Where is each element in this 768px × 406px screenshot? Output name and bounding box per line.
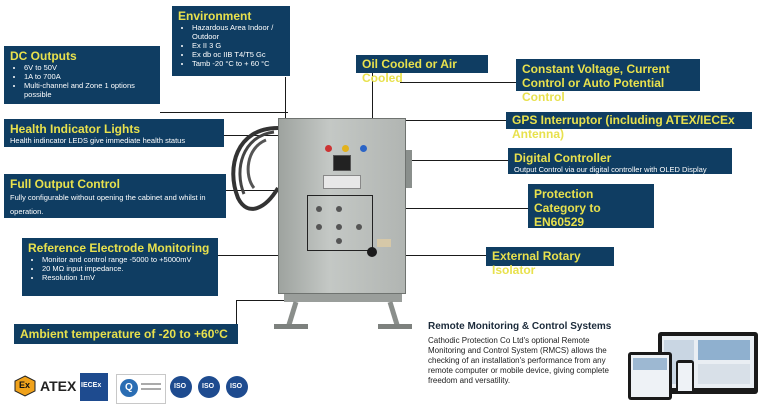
dc-outputs-box: DC Outputs 6V to 50V 1A to 700A Multi-ch…: [4, 46, 160, 104]
external-rotary-title: External Rotary Isolator: [492, 249, 581, 277]
connector-dc-outputs: [160, 112, 288, 113]
cabinet-illustration: [226, 118, 416, 334]
protection-box: Protection Category to EN60529 IP65 (IP6…: [528, 184, 654, 238]
constant-voltage-title: Constant Voltage, Current Control or Aut…: [522, 62, 670, 104]
dc-outputs-item: 6V to 50V: [24, 63, 154, 72]
ambient-box: Ambient temperature of -20 to +60°C: [14, 324, 238, 344]
protection-title: Protection Category to EN60529: [534, 187, 601, 229]
gps-title: GPS Interruptor (including ATEX/IECEx An…: [512, 113, 735, 141]
health-indicator-title: Health Indicator Lights: [10, 122, 141, 136]
dc-outputs-list: 6V to 50V 1A to 700A Multi-channel and Z…: [10, 63, 154, 99]
environment-item: Ex II 3 G: [192, 41, 284, 50]
reference-electrode-box: Reference Electrode Monitoring Monitor a…: [22, 238, 218, 296]
led-red-icon: [325, 145, 332, 152]
iso-badge: ISO: [170, 376, 192, 398]
iecex-label: IECEx: [81, 382, 102, 389]
reference-electrode-title: Reference Electrode Monitoring: [28, 241, 210, 255]
led-blue-icon: [359, 145, 367, 152]
gps-box: GPS Interruptor (including ATEX/IECEx An…: [506, 112, 752, 141]
reference-electrode-list: Monitor and control range -5000 to +5000…: [28, 255, 212, 282]
connector-oil: [372, 73, 373, 118]
full-output-box: Full Output Control Fully configurable w…: [4, 174, 226, 218]
external-rotary-box: External Rotary Isolator: [486, 247, 614, 277]
iecex-logo: IECEx: [80, 373, 108, 401]
iso-label: ISO: [230, 383, 243, 390]
full-output-text: Fully configurable without opening the c…: [10, 193, 206, 216]
dc-outputs-item: 1A to 700A: [24, 72, 154, 81]
devices-illustration: [628, 332, 758, 400]
atex-logo: Ex ATEX: [14, 375, 78, 397]
dc-outputs-item: Multi-channel and Zone 1 options possibl…: [24, 81, 154, 99]
ambient-title: Ambient temperature of -20 to +60°C: [20, 327, 228, 341]
qa-emblem-icon: [120, 379, 138, 397]
led-yellow-icon: [342, 145, 350, 152]
atex-label: ATEX: [40, 378, 77, 394]
dc-outputs-title: DC Outputs: [10, 49, 77, 63]
control-panel: [307, 195, 373, 251]
connector-rotary: [372, 255, 486, 256]
digital-controller-title: Digital Controller: [514, 151, 612, 165]
warning-label: [323, 175, 361, 189]
iso-label: ISO: [202, 383, 215, 390]
qa-label: Q: [125, 382, 133, 393]
oil-cooled-title: Oil Cooled or Air Cooled: [362, 57, 457, 85]
environment-item: Hazardous Area Indoor / Outdoor: [192, 23, 284, 41]
remote-text: Cathodic Protection Co Ltd's optional Re…: [428, 336, 609, 385]
connector-ambient-h: [236, 300, 286, 301]
cable-coil-icon: [231, 126, 412, 329]
environment-list: Hazardous Area Indoor / Outdoor Ex II 3 …: [178, 23, 284, 68]
ex-hexagon-icon: [14, 375, 36, 397]
health-indicator-box: Health Indicator Lights Health indincato…: [4, 119, 224, 147]
indicator-lights: [325, 139, 367, 157]
iso-label: ISO: [174, 383, 187, 390]
connector-constant-voltage: [400, 82, 516, 83]
environment-item: Tamb -20 °C to + 60 °C: [192, 59, 284, 68]
oled-display: [333, 155, 351, 171]
cabinet-body: [278, 118, 406, 294]
rotary-isolator-knob: [367, 247, 377, 257]
connector-environment: [285, 77, 286, 118]
environment-item: Ex db oc IIB T4/T5 Gc: [192, 50, 284, 59]
oil-cooled-box: Oil Cooled or Air Cooled: [356, 55, 488, 85]
remote-title: Remote Monitoring & Control Systems: [428, 321, 612, 332]
ex-label: Ex: [19, 380, 31, 390]
connector-digital: [348, 160, 508, 161]
qa-logo: Q: [116, 374, 166, 404]
protection-text: IP65 (IP66 Optional): [534, 229, 602, 238]
full-output-title: Full Output Control: [10, 177, 120, 191]
connector-protection: [402, 208, 528, 209]
reference-electrode-item: Resolution 1mV: [42, 273, 212, 282]
isolator-label: [377, 239, 391, 247]
health-indicator-text: Health indincator LEDS give immediate he…: [10, 136, 186, 145]
environment-title: Environment: [178, 9, 252, 23]
constant-voltage-box: Constant Voltage, Current Control or Aut…: [516, 59, 700, 104]
connector-reference: [218, 255, 306, 256]
environment-box: Environment Hazardous Area Indoor / Outd…: [172, 6, 290, 76]
digital-controller-text: Output Control via our digital controlle…: [514, 165, 707, 174]
connector-full-output: [226, 190, 306, 191]
reference-electrode-item: 20 MΩ input impedance.: [42, 264, 212, 273]
digital-controller-box: Digital Controller Output Control via ou…: [508, 148, 732, 174]
connector-gps: [406, 120, 506, 121]
reference-electrode-item: Monitor and control range -5000 to +5000…: [42, 255, 212, 264]
iso-badge: ISO: [198, 376, 220, 398]
iso-badge: ISO: [226, 376, 248, 398]
connector-ambient-v: [236, 300, 237, 332]
